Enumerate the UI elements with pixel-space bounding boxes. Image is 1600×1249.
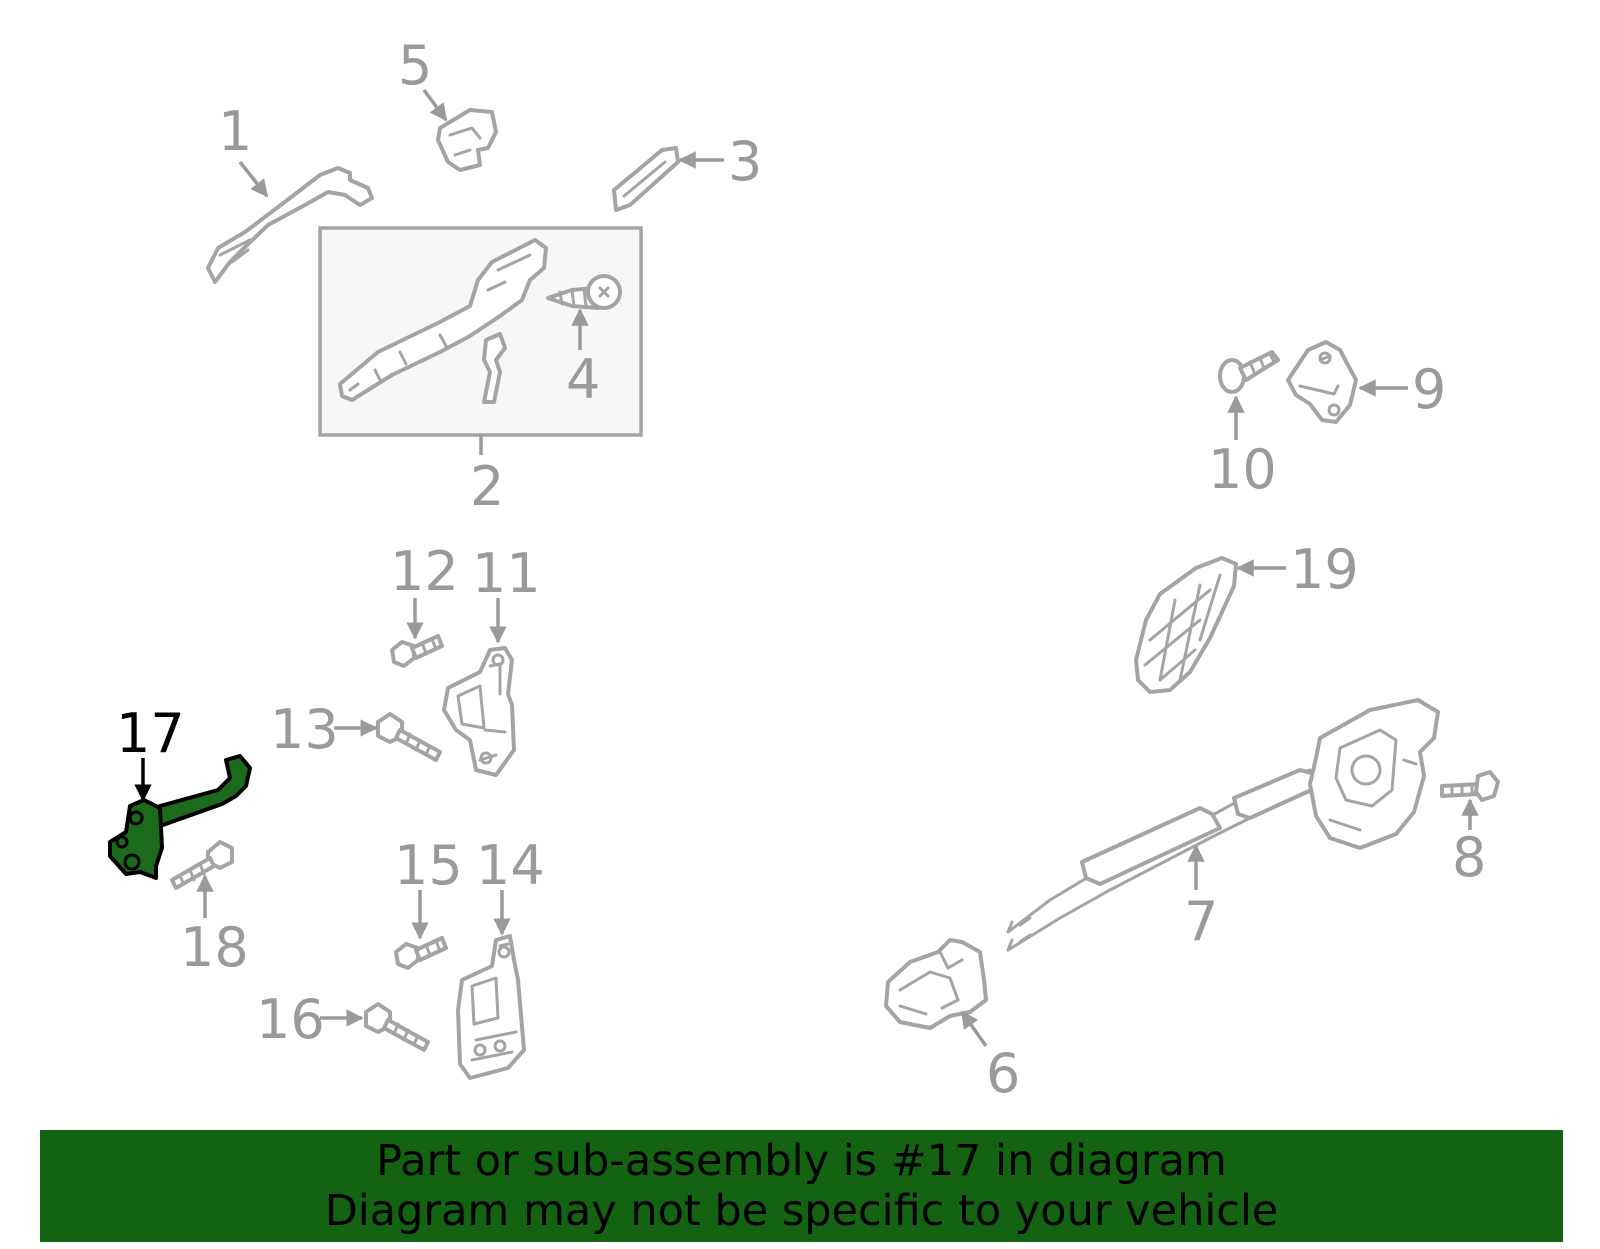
arrow-6 (960, 1010, 988, 1048)
callout-18: 18 (180, 916, 249, 979)
callout-9: 9 (1412, 358, 1446, 421)
arrow-1 (238, 160, 269, 198)
part-10-bolt (1218, 350, 1280, 394)
part-11-upper-hinge (442, 646, 516, 777)
callout-10: 10 (1208, 438, 1277, 501)
callout-14: 14 (476, 834, 545, 897)
callout-11: 11 (472, 542, 541, 605)
part-14-lower-hinge (456, 934, 526, 1080)
part-5-clip (436, 108, 498, 172)
callout-17: 17 (116, 702, 185, 765)
part-15-bolt (394, 936, 448, 970)
callout-7: 7 (1184, 890, 1218, 953)
notice-banner: Part or sub-assembly is #17 in diagram D… (40, 1130, 1563, 1242)
part-2-handle-frame (338, 238, 548, 404)
callout-arrows (134, 88, 1479, 1048)
part-1-outside-handle (206, 166, 374, 284)
callout-2: 2 (470, 455, 504, 518)
part-19-cover (1134, 556, 1238, 694)
callout-15: 15 (394, 834, 463, 897)
part-17-door-check (108, 754, 252, 880)
part-16-bolt (364, 1002, 430, 1052)
callout-labels: 1 5 3 4 2 10 9 19 12 11 13 17 18 15 14 1… (116, 34, 1486, 1105)
callout-5: 5 (398, 34, 432, 97)
banner-line-2: Diagram may not be specific to your vehi… (324, 1186, 1279, 1236)
callout-6: 6 (986, 1042, 1020, 1105)
callout-13: 13 (270, 698, 339, 761)
part-4-screw (546, 274, 622, 310)
part-3-pad (612, 146, 680, 212)
part-9-striker (1286, 340, 1358, 424)
callout-8: 8 (1452, 826, 1486, 889)
part-18-bolt (170, 840, 234, 890)
part-12-bolt (390, 634, 444, 668)
callout-19: 19 (1290, 538, 1359, 601)
callout-16: 16 (256, 988, 325, 1051)
part-7-cables (1006, 768, 1322, 952)
part-2-box (318, 226, 643, 437)
callout-1: 1 (218, 100, 252, 163)
part-8-bolt (1440, 770, 1500, 802)
callout-4: 4 (566, 348, 600, 411)
part-7-latch (1308, 698, 1440, 850)
callout-3: 3 (728, 130, 762, 193)
banner-line-1: Part or sub-assembly is #17 in diagram (376, 1136, 1227, 1186)
part-13-bolt (376, 712, 442, 762)
callout-12: 12 (390, 540, 459, 603)
part-6-actuator (884, 938, 988, 1030)
arrow-5 (422, 88, 448, 122)
